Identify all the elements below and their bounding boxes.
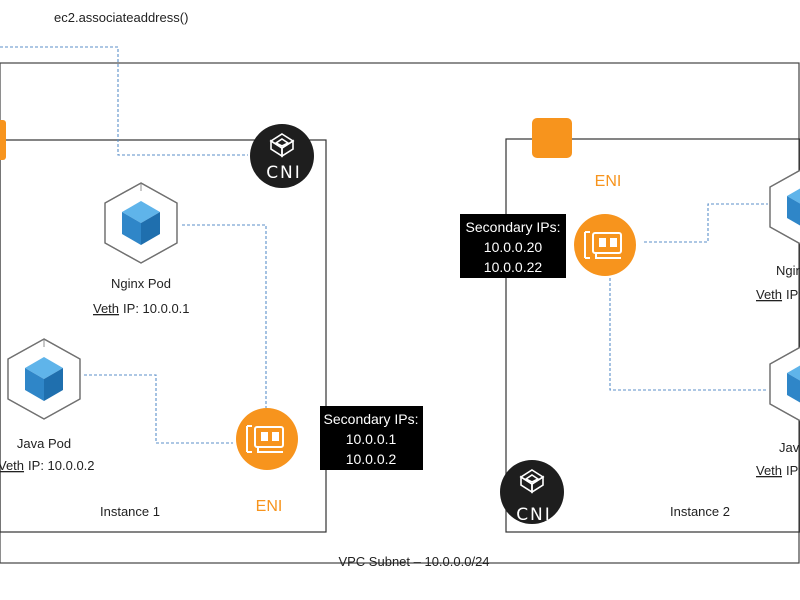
java-pod-1-veth-ip: IP: 10.0.0.2	[28, 458, 95, 473]
java-pod-1-veth: Veth IP: 10.0.0.2	[0, 458, 95, 473]
nginx-pod-1-name: Nginx Pod	[111, 276, 171, 291]
java-pod-1-veth-prefix: Veth	[0, 458, 24, 473]
nginx-pod-2-name: Nginx	[776, 263, 800, 278]
secondary-ips-box-1: Secondary IPs: 10.0.0.1 10.0.0.2	[320, 406, 423, 470]
eni-attachment-square-1	[0, 120, 6, 160]
cni-label-2: CNI	[516, 505, 552, 525]
cni-logo-instance-1: CNI	[249, 123, 315, 189]
cni-logo-instance-2: CNI	[499, 459, 565, 525]
secondary-ips-box-2: Secondary IPs: 10.0.0.20 10.0.0.22	[460, 214, 566, 278]
secondary-ip-1-1: 10.0.0.2	[346, 451, 397, 467]
secondary-ips-title-2: Secondary IPs:	[466, 219, 561, 235]
java-pod-2-name: Java	[779, 440, 800, 455]
vpc-subnet-label: VPC Subnet – 10.0.0.0/24	[338, 554, 489, 569]
java-pod-2-icon	[769, 343, 800, 425]
nginx-pod-1-connector	[182, 224, 267, 408]
nginx-pod-2-icon	[769, 166, 800, 248]
secondary-ip-2-1: 10.0.0.22	[484, 259, 543, 275]
java-pod-2-veth-ip: IP:	[786, 463, 800, 478]
java-pod-2-veth-prefix: Veth	[756, 463, 782, 478]
java-pod-1-icon	[7, 338, 81, 420]
instance-1-label: Instance 1	[100, 504, 160, 519]
instance-2-label: Instance 2	[670, 504, 730, 519]
java-pod-2-veth: Veth IP:	[756, 463, 800, 478]
nginx-pod-1-icon	[104, 182, 178, 264]
eni-label-2: ENI	[595, 173, 622, 190]
nginx-pod-2-veth-prefix: Veth	[756, 287, 782, 302]
instance-2-box	[505, 138, 800, 533]
api-call-connector	[0, 46, 248, 156]
secondary-ips-title-1: Secondary IPs:	[324, 411, 419, 427]
instance-1-box	[0, 139, 327, 533]
java-pod-1-connector	[84, 374, 233, 444]
secondary-ip-1-0: 10.0.0.1	[346, 431, 397, 447]
nginx-pod-2-connector	[644, 203, 768, 243]
eni-label-1: ENI	[256, 498, 283, 515]
eni-attachment-square-2	[532, 118, 572, 158]
secondary-ip-2-0: 10.0.0.20	[484, 239, 543, 255]
api-call-label: ec2.associateaddress()	[54, 10, 188, 25]
vpc-subnet-box	[0, 62, 800, 564]
cni-label-1: CNI	[266, 163, 302, 183]
nginx-pod-2-veth: Veth IP:	[756, 287, 800, 302]
nginx-pod-2-veth-ip: IP:	[786, 287, 800, 302]
eni-nic-icon-1	[235, 407, 299, 471]
java-pod-1-name: Java Pod	[17, 436, 71, 451]
nginx-pod-1-veth-prefix: Veth	[93, 301, 119, 316]
java-pod-2-connector	[609, 278, 768, 391]
nginx-pod-1-veth-ip: IP: 10.0.0.1	[123, 301, 190, 316]
eni-nic-icon-2	[573, 213, 637, 277]
nginx-pod-1-veth: Veth IP: 10.0.0.1	[93, 301, 190, 316]
